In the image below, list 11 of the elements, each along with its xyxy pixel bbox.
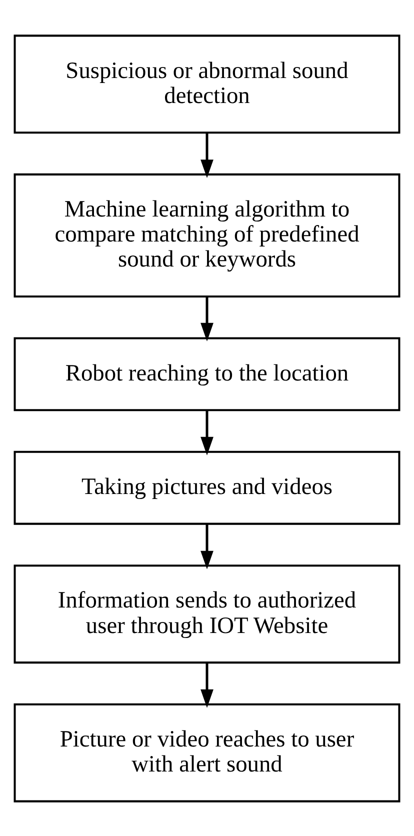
node-box: Taking pictures and videos [14,450,400,524]
node-box: Suspicious or abnormal sound detection [14,34,400,134]
node-box: Machine learning algorithm to compare matching of predefined sound or keywords [14,172,400,297]
node-box: Information sends to authorized user through IOT Website [14,564,400,664]
node-box: Picture or video reaches to user with alert sound [14,702,400,802]
arrow [200,410,214,455]
node-box: Robot reaching to the location [14,336,400,411]
arrow [200,524,214,569]
arrow [200,132,214,178]
arrow [200,662,214,708]
arrow [200,296,214,341]
